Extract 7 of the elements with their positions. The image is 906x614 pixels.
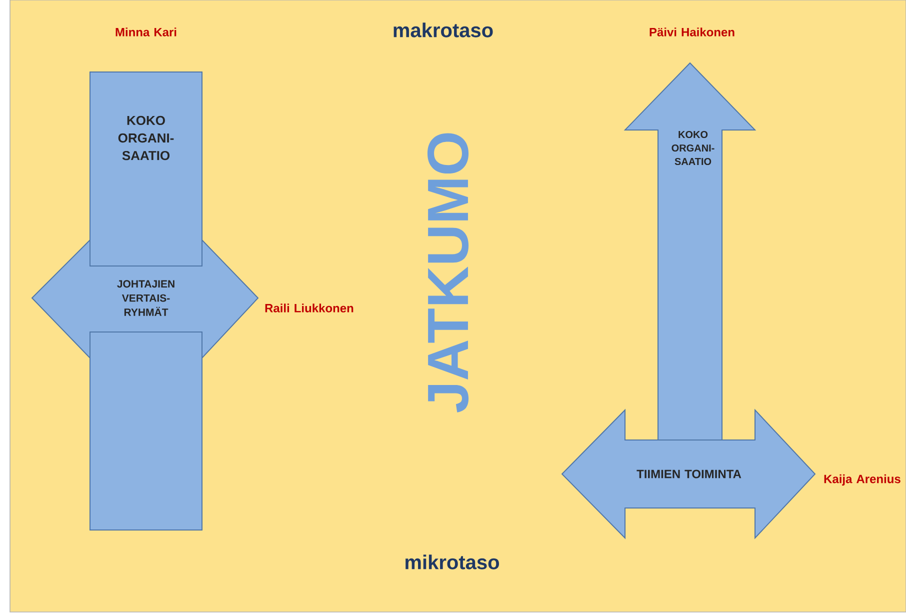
vertical-title: JATKUMO <box>427 133 469 412</box>
level-label: makrotaso <box>394 22 493 38</box>
person-name: Minna Kari <box>116 28 176 36</box>
person-name: Päivi Haikonen <box>650 28 734 36</box>
person-name: Raili Liukkonen <box>265 304 354 312</box>
level-label: mikrotaso <box>406 554 499 570</box>
person-name: Kaija Arenius <box>824 474 900 486</box>
